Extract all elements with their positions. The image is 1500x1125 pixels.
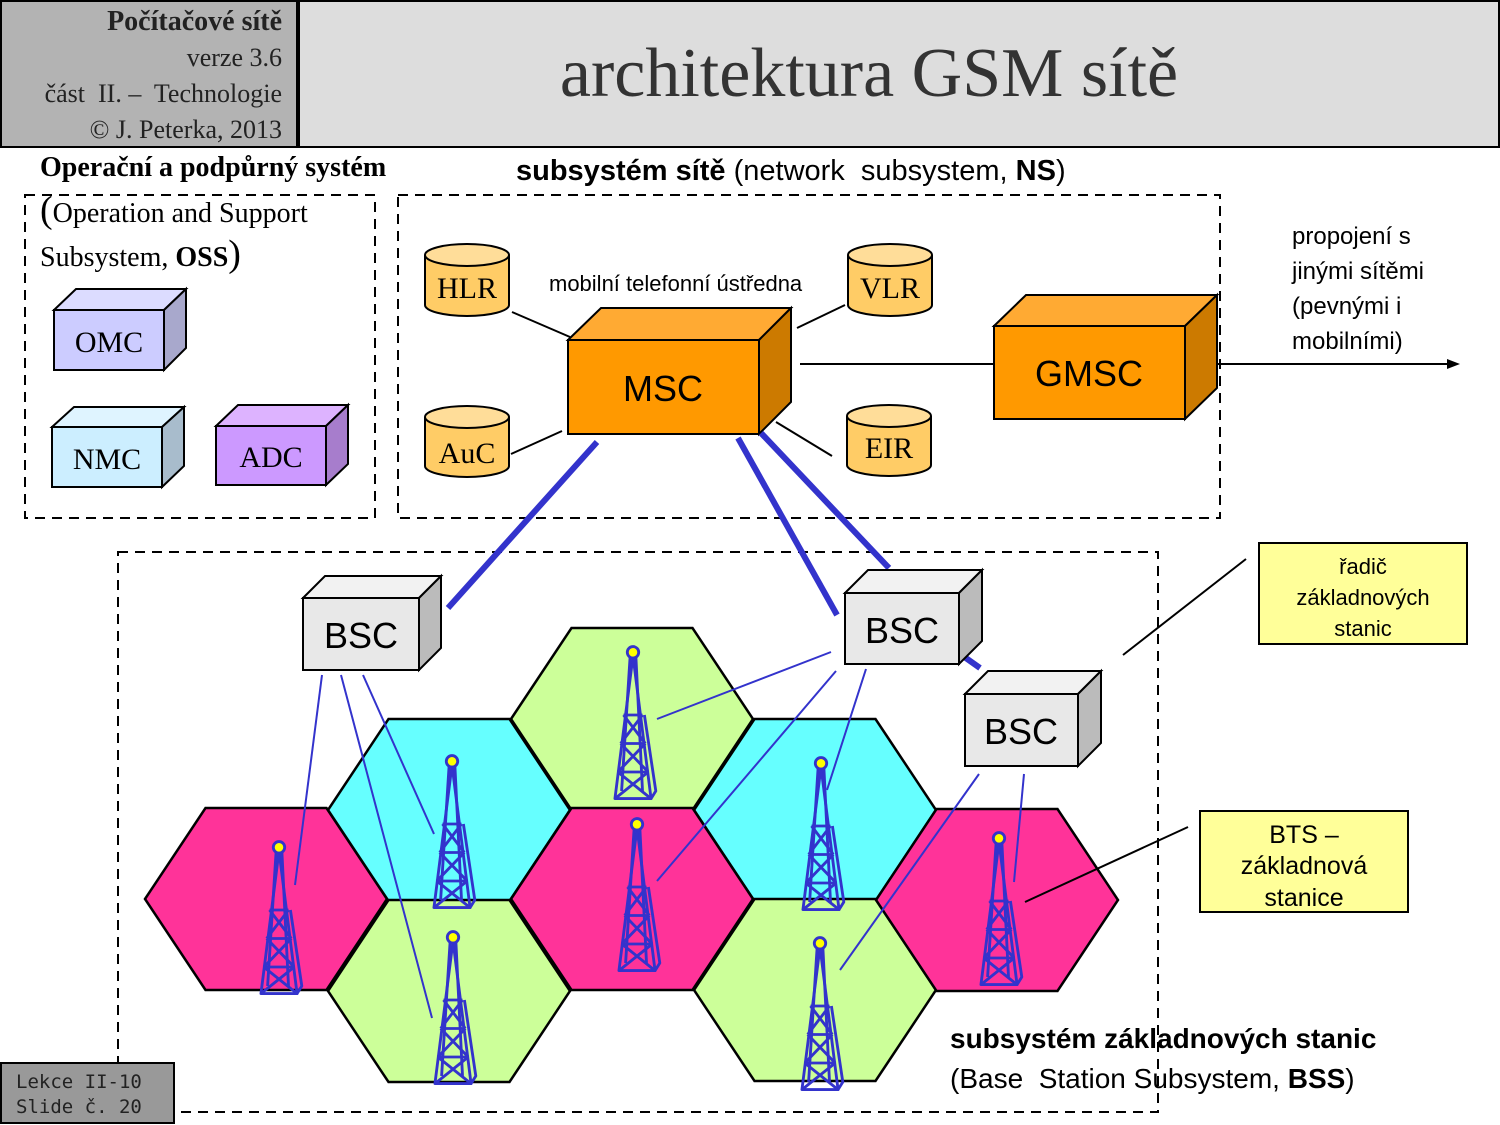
hlr-label: HLR bbox=[437, 272, 497, 305]
bsc-callout-line bbox=[1122, 558, 1247, 656]
msc-db-links bbox=[510, 304, 846, 457]
nmc-node: NMC bbox=[49, 404, 187, 490]
svg-text:jinými sítěmi: jinými sítěmi bbox=[1291, 258, 1424, 285]
cell-green bbox=[326, 898, 572, 1084]
ns-heading: subsystém sítě (network subsystem, NS) bbox=[516, 155, 1066, 187]
bss-heading: subsystém základnových stanic bbox=[950, 1023, 1376, 1054]
bsc-node-1: BSC bbox=[300, 573, 444, 673]
adc-label: ADC bbox=[239, 441, 302, 474]
oss-subtitle-line2: Subsystem, OSS) bbox=[40, 233, 241, 275]
gmsc-label: GMSC bbox=[1035, 353, 1143, 394]
svg-text:stanic: stanic bbox=[1334, 616, 1391, 641]
svg-text:propojení s: propojení s bbox=[1292, 223, 1411, 250]
arrow-right-icon bbox=[1447, 359, 1460, 369]
bss-subtitle: (Base Station Subsystem, BSS) bbox=[950, 1063, 1355, 1094]
bsc-label: BSC bbox=[984, 711, 1058, 752]
svg-text:mobilními): mobilními) bbox=[1292, 328, 1403, 355]
adc-node: ADC bbox=[213, 402, 351, 488]
bsc-node-3: BSC bbox=[962, 668, 1104, 769]
svg-text:BTS –: BTS – bbox=[1269, 821, 1339, 849]
vlr-database: VLR bbox=[847, 243, 933, 317]
slide-title-panel: architektura GSM sítě bbox=[298, 0, 1500, 148]
course-copyright: © J. Peterka, 2013 bbox=[89, 115, 282, 144]
bts-callout-line bbox=[1024, 826, 1189, 903]
course-version: verze 3.6 bbox=[186, 43, 282, 72]
oss-subtitle-line1: (Operation and Support bbox=[40, 189, 308, 231]
svg-text:(pevnými i: (pevnými i bbox=[1292, 293, 1401, 320]
course-info-panel: Počítačové sítě verze 3.6 část II. – Tec… bbox=[0, 0, 298, 148]
svg-text:stanice: stanice bbox=[1264, 884, 1343, 912]
gmsc-node: GMSC bbox=[991, 292, 1220, 422]
lesson-number: Lekce II-10 bbox=[16, 1071, 142, 1093]
svg-text:základnových: základnových bbox=[1296, 585, 1429, 610]
bts-callout: BTS – základnová stanice bbox=[1199, 810, 1409, 913]
msc-bsc-links bbox=[445, 430, 982, 671]
svg-text:řadič: řadič bbox=[1339, 554, 1387, 579]
omc-node: OMC bbox=[51, 286, 189, 373]
bsc-label: BSC bbox=[324, 615, 398, 656]
omc-label: OMC bbox=[75, 326, 143, 359]
msc-caption: mobilní telefonní ústředna bbox=[549, 271, 803, 296]
eir-label: EIR bbox=[865, 432, 913, 465]
bsc-callout: řadič základnových stanic bbox=[1258, 542, 1468, 645]
msc-node: MSC bbox=[565, 305, 794, 437]
auc-label: AuC bbox=[439, 437, 496, 470]
oss-heading: Operační a podpůrný systém bbox=[40, 152, 386, 183]
eir-database: EIR bbox=[846, 404, 932, 477]
hlr-database: HLR bbox=[424, 243, 510, 317]
auc-database: AuC bbox=[424, 405, 510, 478]
cell-pink bbox=[509, 806, 755, 992]
bsc-node-2: BSC bbox=[842, 567, 985, 667]
oss-boundary bbox=[24, 194, 376, 519]
bsc-bts-links bbox=[294, 651, 1025, 1019]
svg-text:základnová: základnová bbox=[1241, 852, 1368, 880]
vlr-label: VLR bbox=[860, 272, 920, 305]
bsc-label: BSC bbox=[865, 610, 939, 651]
bss-boundary bbox=[117, 551, 1159, 1113]
course-part: část II. – Technologie bbox=[44, 79, 282, 108]
course-name: Počítačové sítě bbox=[107, 6, 282, 37]
slide-title: architektura GSM sítě bbox=[559, 35, 1179, 112]
ns-boundary bbox=[397, 194, 1221, 519]
external-networks-label: propojení s jinými sítěmi (pevnými i mob… bbox=[1291, 223, 1424, 355]
slide-number: Slide č. 20 bbox=[16, 1096, 142, 1118]
msc-label: MSC bbox=[623, 368, 703, 409]
nmc-label: NMC bbox=[73, 443, 141, 476]
slide-footer: Lekce II-10 Slide č. 20 bbox=[0, 1062, 175, 1124]
